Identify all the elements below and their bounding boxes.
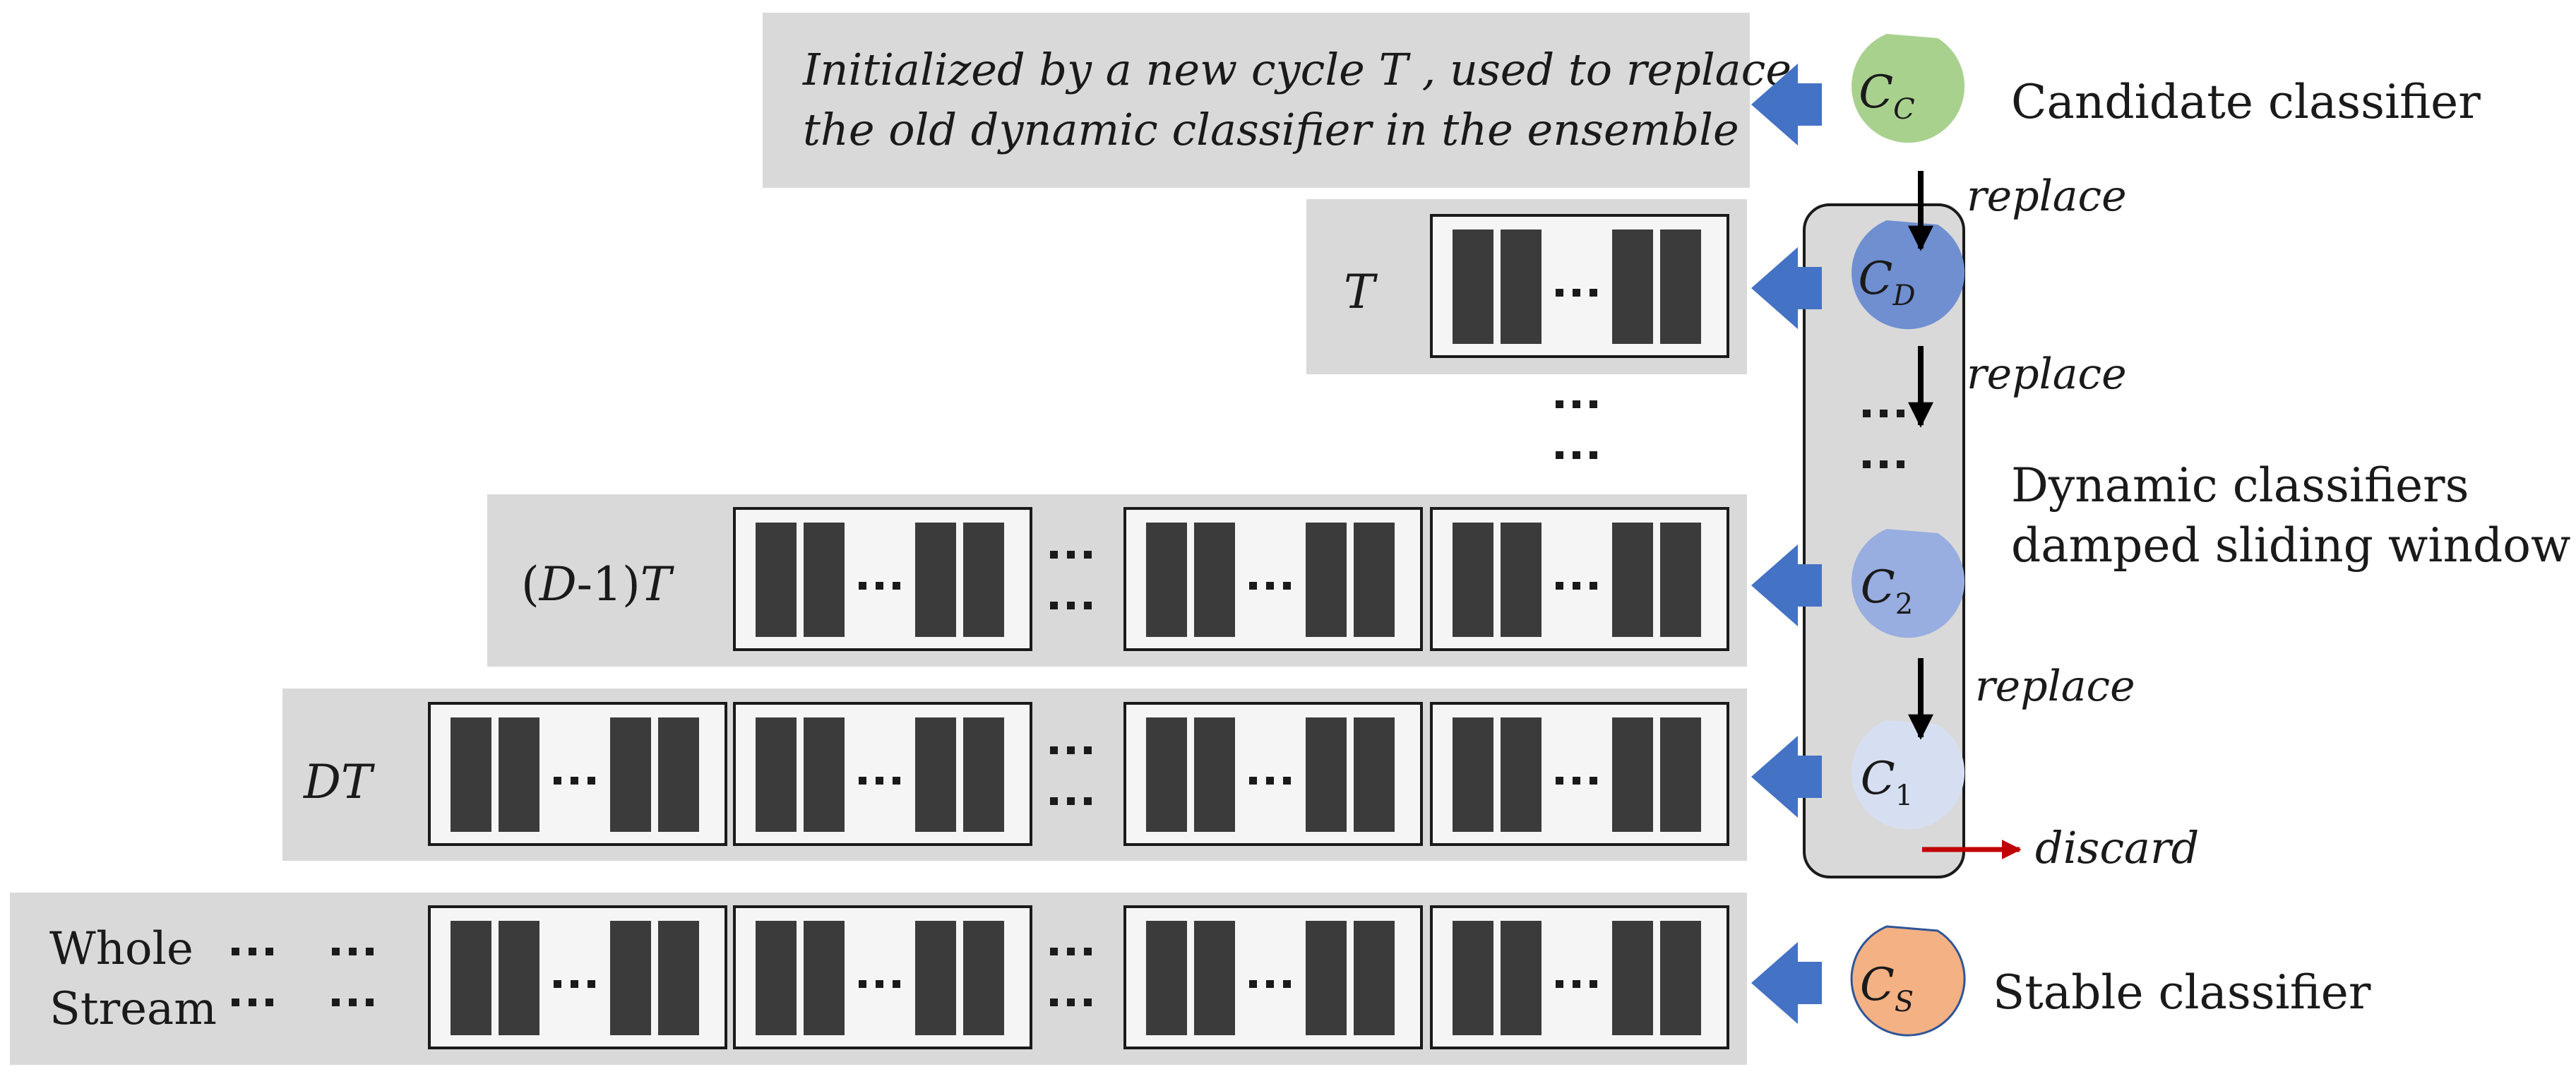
stable-classifier-label: Stable classifier xyxy=(1993,965,2371,1020)
candidate-classifier-label: Candidate classifier xyxy=(2011,75,2481,129)
window-block xyxy=(733,702,1032,846)
window-block xyxy=(1430,702,1729,846)
window-block xyxy=(428,905,727,1049)
svg-text:CC: CC xyxy=(1859,66,1915,126)
stable-classifier-node: CS xyxy=(1850,925,1966,1037)
window-block xyxy=(1123,507,1423,651)
window-block xyxy=(1123,702,1423,846)
row-t-label: T xyxy=(1344,265,1378,319)
window-block xyxy=(1430,507,1729,651)
window-block xyxy=(1123,905,1423,1049)
replace-label: replace xyxy=(1975,662,2135,711)
replace-label: replace xyxy=(1967,172,2127,221)
window-block xyxy=(428,702,727,846)
window-block xyxy=(1430,214,1729,358)
damped-sliding-window-label: damped sliding window xyxy=(2011,518,2570,573)
window-block xyxy=(733,507,1032,651)
row-ellipsis xyxy=(1556,400,1597,459)
replace-label: replace xyxy=(1967,350,2127,399)
svg-text:CD: CD xyxy=(1858,253,1915,312)
row-dt-label: DT xyxy=(303,755,376,809)
candidate-note-panel xyxy=(763,13,1750,188)
row-whole-label: Whole xyxy=(49,923,193,975)
svg-text:CS: CS xyxy=(1860,959,1914,1018)
discard-label: discard xyxy=(2035,822,2199,874)
dynamic-classifier-d-node: CD xyxy=(1852,220,1965,330)
candidate-note-line2: the old dynamic classifier in the ensemb… xyxy=(803,104,1739,155)
stable-feed-arrow xyxy=(1751,942,1822,1024)
row-stream-label: Stream xyxy=(49,983,217,1035)
svg-text:C2: C2 xyxy=(1861,561,1913,621)
dynamic-classifier-1-node: C1 xyxy=(1852,720,1965,830)
row-d-minus-1-t-label: (D-1)T xyxy=(521,557,675,612)
svg-text:C1: C1 xyxy=(1861,753,1913,812)
window-block xyxy=(733,905,1032,1049)
window-block xyxy=(1430,905,1729,1049)
candidate-classifier-node: CC xyxy=(1852,34,1965,143)
dynamic-classifier-2-node: C2 xyxy=(1852,529,1965,638)
candidate-note-line1: Initialized by a new cycle T , used to r… xyxy=(802,44,1791,95)
dynamic-classifiers-label: Dynamic classifiers xyxy=(2011,458,2469,513)
